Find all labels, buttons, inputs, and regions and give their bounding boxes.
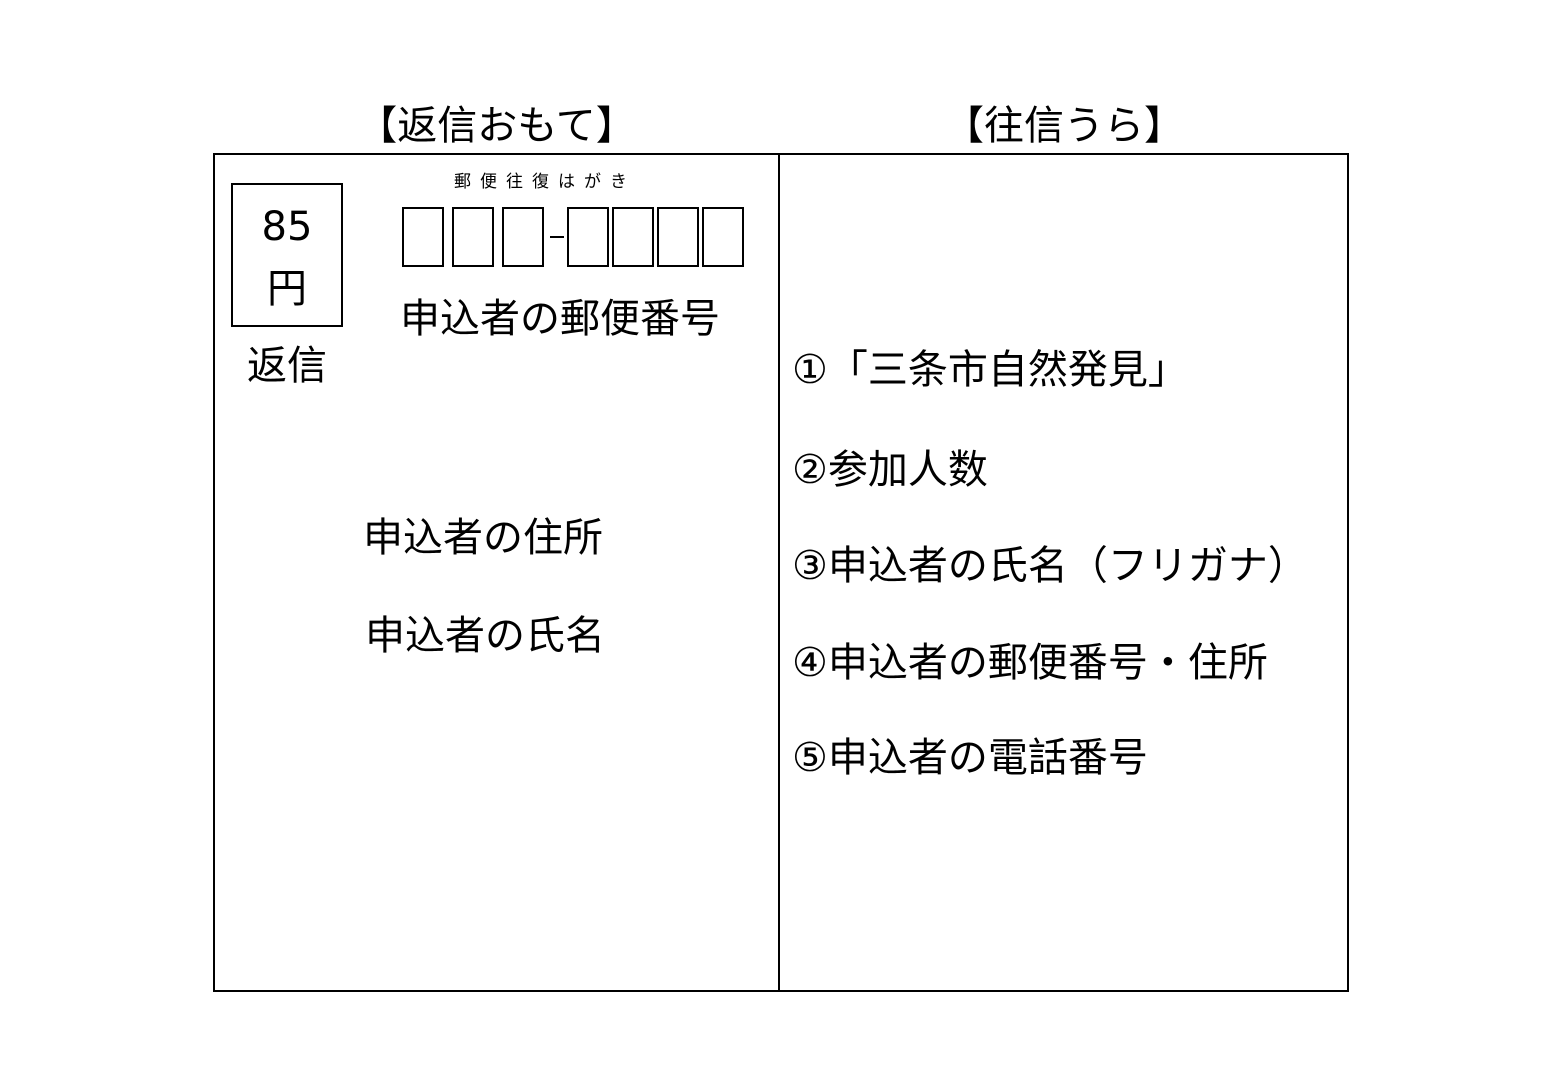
postal-code-box (402, 207, 444, 267)
outgoing-back-heading: 【往信うら】 (944, 103, 1184, 149)
address-label: 申込者の住所 (363, 515, 603, 561)
postal-code-dash (550, 236, 564, 238)
item-applicant-name: ③申込者の氏名（フリガナ） (792, 543, 1308, 589)
stamp-unit: 円 (267, 266, 307, 312)
stamp-box: 85 円 (231, 183, 343, 327)
postal-code-box (567, 207, 609, 267)
reply-front-heading: 【返信おもて】 (357, 103, 636, 149)
stamp-value: 85 (261, 204, 313, 250)
postal-code-box (657, 207, 699, 267)
postal-code-box (612, 207, 654, 267)
card-type-label: 郵便往復はがき (454, 172, 636, 192)
postal-code-box (702, 207, 744, 267)
name-label: 申込者の氏名 (365, 613, 605, 659)
item-applicant-address: ④申込者の郵便番号・住所 (792, 640, 1268, 686)
item-applicant-phone: ⑤申込者の電話番号 (792, 735, 1148, 781)
postal-code-box (502, 207, 544, 267)
postal-code-label: 申込者の郵便番号 (400, 296, 720, 342)
postal-code-box (452, 207, 494, 267)
item-event-name: ①「三条市自然発見」 (792, 347, 1188, 393)
item-participants: ②参加人数 (792, 447, 988, 493)
outgoing-back-panel (778, 153, 1349, 992)
stamp-caption: 返信 (247, 343, 327, 389)
